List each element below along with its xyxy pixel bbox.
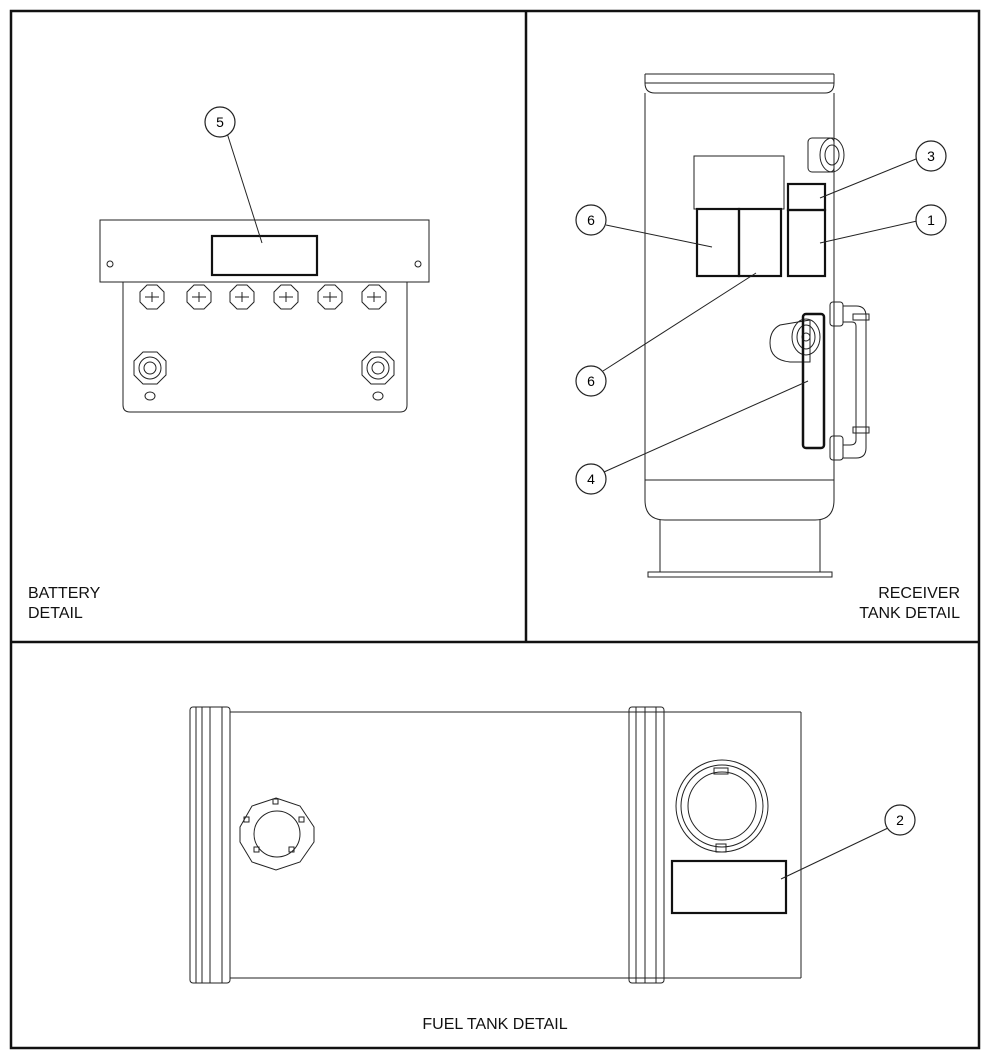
fuel-decal-2 xyxy=(670,859,788,915)
callout-6-lower-label: 6 xyxy=(587,373,595,389)
callout-5-label: 5 xyxy=(216,114,224,130)
battery-terminal-left xyxy=(133,351,167,385)
battery-caption: BATTERY DETAIL xyxy=(28,584,100,624)
callout-3: 3 xyxy=(819,140,947,199)
fuel-filler-neck xyxy=(675,759,769,853)
callout-2-label: 2 xyxy=(896,812,904,828)
battery-caption-line2: DETAIL xyxy=(28,605,83,622)
receiver-tank-drawing xyxy=(644,73,870,578)
callout-2: 2 xyxy=(780,804,916,880)
callout-3-label: 3 xyxy=(927,148,935,164)
receiver-level-gauge xyxy=(829,301,870,461)
battery-cell-caps xyxy=(139,284,387,310)
receiver-top-fitting xyxy=(807,137,845,173)
battery-caption-line1: BATTERY xyxy=(28,585,101,602)
fuel-tank-drawing xyxy=(189,706,802,984)
receiver-decal-4 xyxy=(801,312,826,450)
callout-1: 1 xyxy=(819,204,947,244)
receiver-caption-line1: RECEIVER xyxy=(878,585,960,602)
receiver-caption: RECEIVER TANK DETAIL xyxy=(859,584,960,624)
callout-6-upper: 6 xyxy=(575,204,713,248)
callout-4-label: 4 xyxy=(587,471,595,487)
receiver-decal-3 xyxy=(786,182,827,212)
battery-terminal-right xyxy=(361,351,395,385)
battery-decal-5 xyxy=(210,234,319,277)
battery-top-bar xyxy=(99,219,430,283)
callout-5: 5 xyxy=(204,106,263,244)
receiver-caption-line2: TANK DETAIL xyxy=(859,605,960,622)
fuel-sender-cap xyxy=(239,797,315,871)
receiver-decal-6b xyxy=(737,207,783,278)
battery-body xyxy=(122,282,408,413)
fuel-caption: FUEL TANK DETAIL xyxy=(422,1016,568,1033)
receiver-decal-6a xyxy=(695,207,741,278)
receiver-sight-fitting xyxy=(769,318,821,363)
callout-6-lower: 6 xyxy=(575,272,757,397)
outer-frame xyxy=(9,9,981,1050)
battery-drawing xyxy=(99,219,430,413)
callout-1-label: 1 xyxy=(927,212,935,228)
receiver-decal-1 xyxy=(786,208,827,278)
callout-6-upper-label: 6 xyxy=(587,212,595,228)
callout-4: 4 xyxy=(575,380,809,495)
